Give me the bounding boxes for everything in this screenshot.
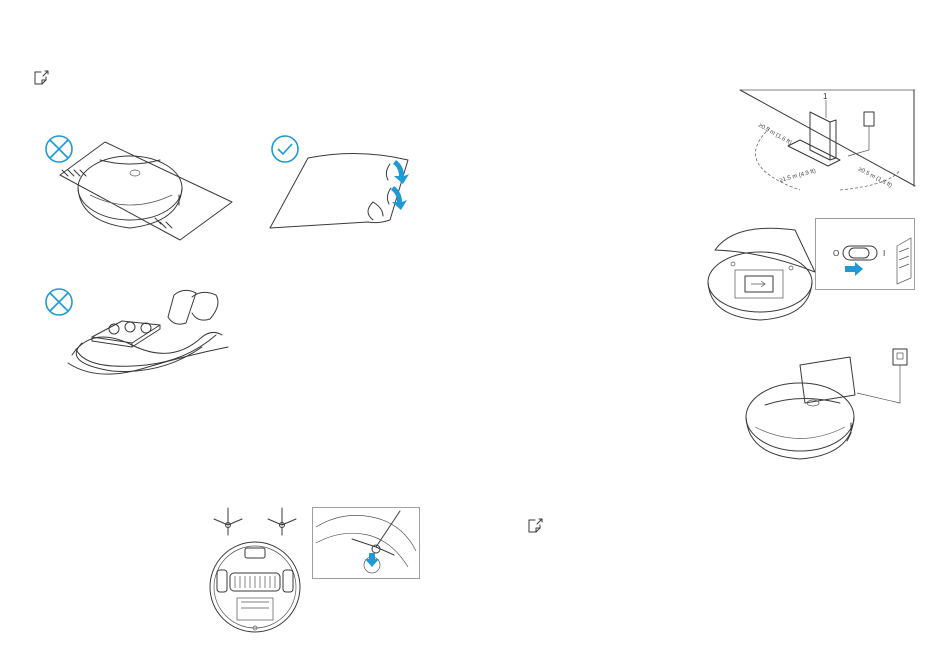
note-icon-bottom	[527, 516, 545, 534]
dock-clearance-diagram: 1 ≥0.5 m (1.6 ft) ≥1.5 m (4.9 ft) ≥0.5 m…	[740, 90, 915, 195]
switch-off-label: O	[833, 249, 839, 258]
clearance-left-label: ≥0.5 m (1.6 ft)	[757, 123, 792, 147]
side-brush-left	[214, 508, 242, 535]
callout-number: 1	[823, 92, 828, 101]
clearance-front-label: ≥1.5 m (4.9 ft)	[779, 168, 817, 183]
robot-lid-open-illustration	[705, 222, 820, 327]
switch-on-label: I	[883, 249, 885, 258]
clearance-right-label: ≥0.5 m (1.6 ft)	[857, 166, 893, 189]
robot-on-rug-illustration	[60, 140, 240, 240]
side-brushes-illustration	[210, 503, 300, 543]
power-switch-inset: O I	[815, 218, 915, 290]
robot-docked-illustration	[745, 345, 920, 475]
folded-rug-illustration	[268, 150, 418, 235]
side-brush-right	[268, 508, 296, 535]
side-brush-install-inset	[312, 507, 420, 579]
robot-underside-illustration	[205, 540, 305, 635]
cables-and-slippers-illustration	[62, 285, 232, 377]
note-icon	[33, 68, 51, 86]
